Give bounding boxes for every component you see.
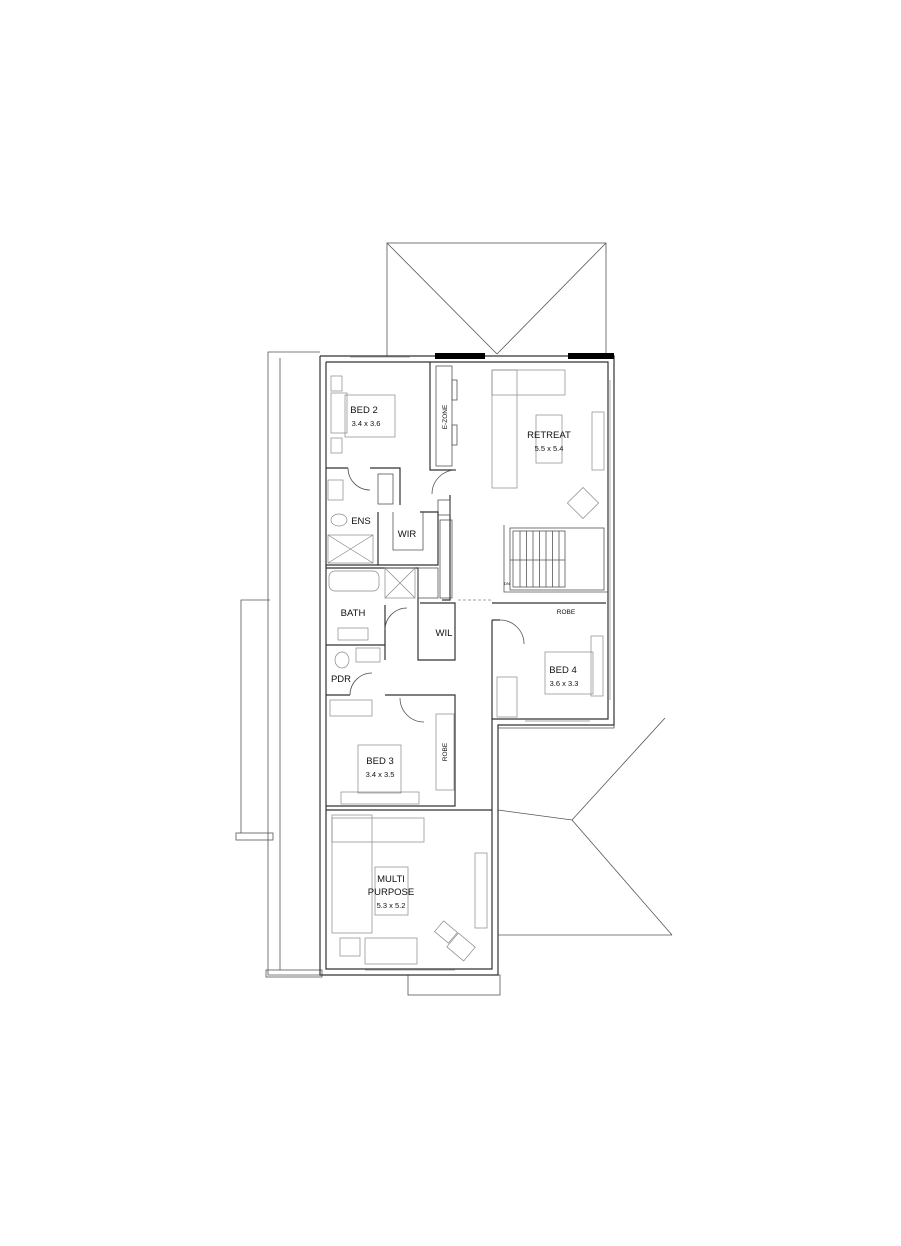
room-size-multi: 5.3 x 5.2 xyxy=(377,901,406,910)
room-label-multi-line2: PURPOSE xyxy=(368,887,414,898)
room-size-bed2: 3.4 x 3.6 xyxy=(352,419,381,428)
porch xyxy=(407,974,501,996)
room-label-multi-line1: MULTI xyxy=(377,874,405,885)
room-label-ens: ENS xyxy=(351,516,371,527)
room-size-retreat: 5.5 x 5.4 xyxy=(535,444,564,453)
roof-bottom-right xyxy=(497,717,673,936)
room-label-bed2: BED 2 xyxy=(350,405,377,416)
room-label-robe-bed3: ROBE xyxy=(442,742,449,761)
external-walls xyxy=(319,353,615,976)
room-label-bath: BATH xyxy=(341,608,366,619)
roof-left xyxy=(235,351,323,978)
room-label-bed3: BED 3 xyxy=(366,756,393,767)
room-label-wil: WIL xyxy=(436,628,453,639)
room-label-bed4: BED 4 xyxy=(549,665,576,676)
stair-direction-label: DN xyxy=(504,581,510,586)
doors xyxy=(347,467,525,723)
furniture xyxy=(327,369,605,965)
roof-top xyxy=(386,242,607,357)
window-solid xyxy=(568,353,614,359)
staircase: DN xyxy=(504,527,605,591)
room-label-retreat: RETREAT xyxy=(527,430,571,441)
room-label-ezone: E-ZONE xyxy=(442,404,449,429)
room-size-bed4: 3.6 x 3.3 xyxy=(550,679,579,688)
room-label-robe-bed4: ROBE xyxy=(557,609,576,616)
internal-walls xyxy=(326,362,608,811)
window-solid xyxy=(435,353,485,359)
room-size-bed3: 3.4 x 3.5 xyxy=(366,770,395,779)
room-label-wir: WIR xyxy=(398,529,417,540)
room-labels: BED 2 3.4 x 3.6 E-ZONE RETREAT 5.5 x 5.4… xyxy=(331,404,578,910)
room-label-pdr: PDR xyxy=(331,674,351,685)
